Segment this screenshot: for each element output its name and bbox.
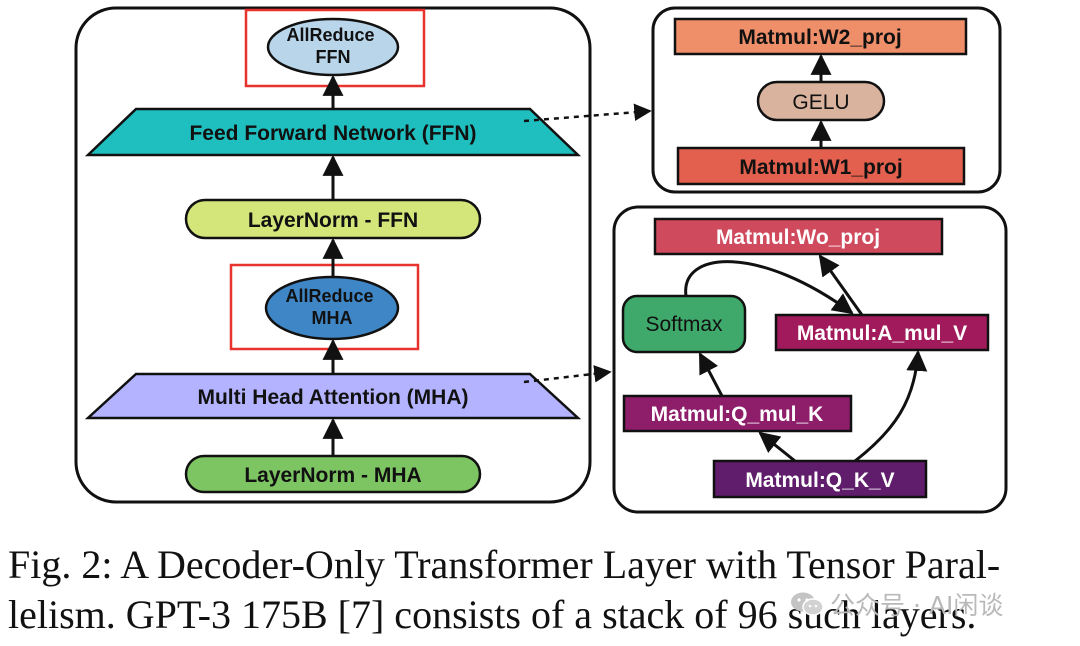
caption-line-1: Fig. 2: A Decoder-Only Transformer Layer… bbox=[8, 542, 1001, 587]
wo-proj-label: Matmul:Wo_proj bbox=[716, 226, 880, 249]
qkv-node bbox=[712, 459, 928, 499]
arrow-softmax-to-a-mul-v bbox=[684, 260, 854, 315]
dotted-mha-to-mha-detail bbox=[523, 365, 612, 384]
q-mul-k-label: Matmul:Q_mul_K bbox=[651, 403, 824, 426]
mha-detail-panel bbox=[612, 205, 1008, 514]
q-mul-k-node bbox=[622, 394, 853, 433]
watermark-text: 公众号 · AI闲谈 bbox=[830, 591, 1004, 620]
qkv-label: Matmul:Q_K_V bbox=[745, 469, 894, 492]
transformer-layer-diagram: AllReduce FFN Feed Forward Network (FFN)… bbox=[74, 6, 1008, 514]
arrow-qkv-to-q-mul-k bbox=[758, 431, 796, 463]
w1-proj-label: Matmul:W1_proj bbox=[739, 156, 902, 179]
arrow-a-mul-v-to-wo-proj bbox=[818, 254, 864, 316]
allreduce-ffn-label-1: AllReduce bbox=[286, 25, 374, 45]
ffn-node bbox=[84, 107, 582, 157]
allreduce-mha-label-1: AllReduce bbox=[285, 286, 373, 306]
gelu-label: GELU bbox=[792, 91, 849, 114]
layernorm-ffn-label: LayerNorm - FFN bbox=[248, 209, 418, 232]
dotted-ffn-to-ffn-detail bbox=[523, 103, 652, 123]
ffn-detail-panel bbox=[651, 6, 1002, 194]
watermark: 公众号 · AI闲谈 bbox=[790, 586, 1003, 622]
w2-proj-label: Matmul:W2_proj bbox=[738, 26, 901, 49]
arrow-q-mul-k-to-softmax bbox=[698, 352, 724, 397]
allreduce-mha-label-2: MHA bbox=[312, 308, 353, 328]
arrow-qkv-to-a-mul-v bbox=[854, 349, 928, 463]
softmax-node bbox=[621, 294, 747, 354]
a-mul-v-label: Matmul:A_mul_V bbox=[797, 322, 967, 345]
mha-label: Multi Head Attention (MHA) bbox=[197, 386, 468, 409]
svg-text:AllReduce MHA: AllReduce MHA bbox=[285, 286, 378, 328]
w2-proj-node bbox=[673, 17, 968, 56]
allreduce-ffn-label-2: FFN bbox=[316, 47, 351, 67]
w1-proj-node bbox=[676, 146, 966, 186]
svg-text:AllReduce FFN: AllReduce FFN bbox=[286, 25, 379, 67]
wo-proj-node bbox=[653, 217, 944, 256]
a-mul-v-node bbox=[774, 313, 990, 352]
wechat-icon bbox=[791, 592, 824, 616]
ffn-label: Feed Forward Network (FFN) bbox=[189, 122, 476, 145]
mha-node bbox=[84, 372, 582, 420]
softmax-label: Softmax bbox=[645, 313, 723, 336]
layernorm-mha-label: LayerNorm - MHA bbox=[244, 464, 421, 487]
decoder-layer-panel bbox=[74, 6, 592, 504]
